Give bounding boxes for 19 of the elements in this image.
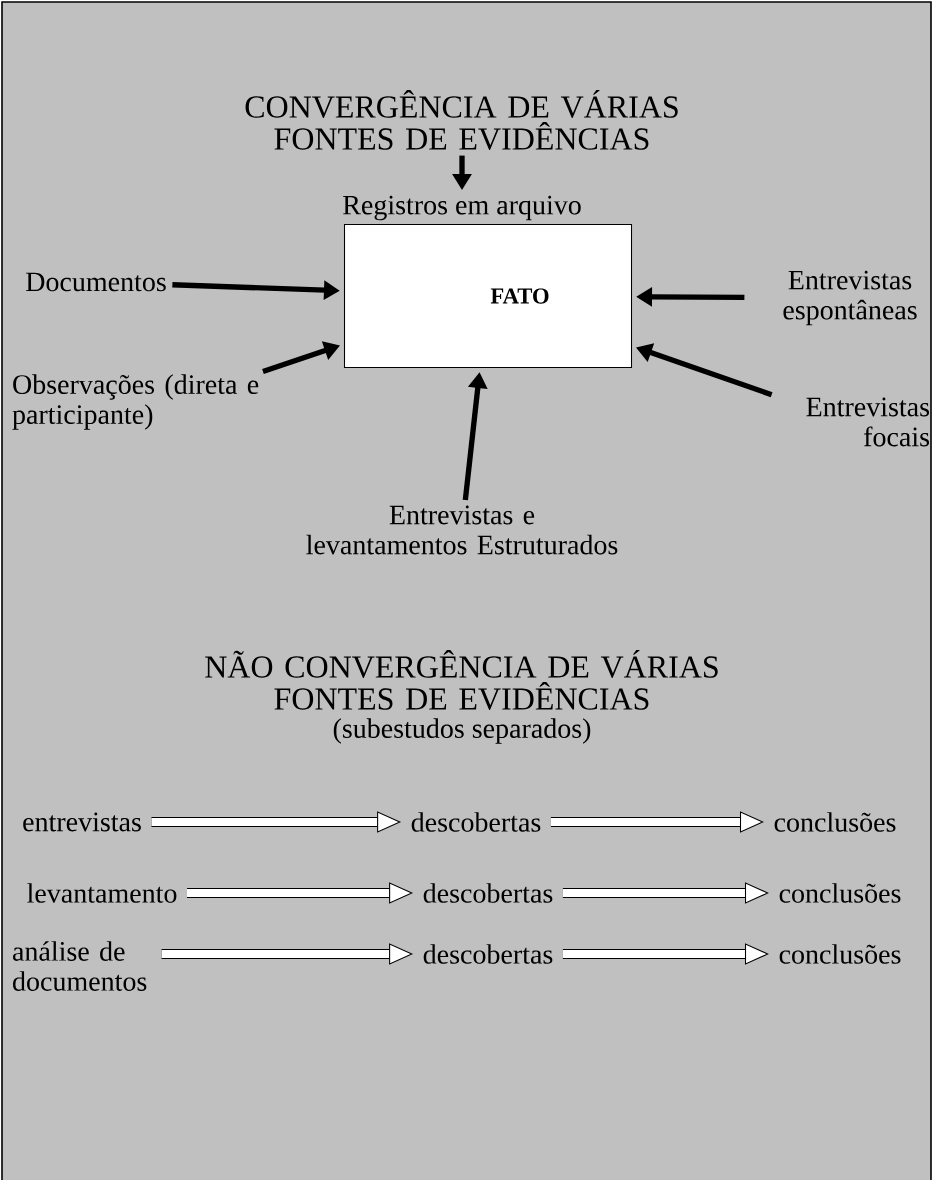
step-label: descobertas xyxy=(423,944,553,964)
source-label: Entrevistas focais xyxy=(806,397,929,447)
fact-box: FATO xyxy=(343,223,633,369)
source-label: Registros em arquivo xyxy=(343,195,581,221)
step-label: descobertas xyxy=(423,883,553,903)
step-label: entrevistas xyxy=(23,812,141,832)
subtitle-text: (subestudos separados) xyxy=(333,718,591,744)
step-label: conclusões xyxy=(779,944,901,964)
source-label: Observações (direta e participante) xyxy=(12,374,259,430)
step-label: análise de documentos xyxy=(13,941,147,991)
step-label: conclusões xyxy=(779,883,901,903)
step-label: conclusões xyxy=(774,812,896,832)
source-label: Entrevistas espontâneas xyxy=(783,270,917,326)
title-heading: CONVERGÊNCIA DE VÁRIAS FONTES DE EVIDÊNCIAS xyxy=(245,90,678,150)
step-label: descobertas xyxy=(411,812,541,832)
source-label: Documentos xyxy=(26,272,166,292)
step-label: levantamento xyxy=(27,883,177,903)
title-heading: NÃO CONVERGÊNCIA DE VÁRIAS FONTES DE EVIDÊNCIAS xyxy=(205,650,718,710)
source-label: Entrevistas e levantamentos Estruturados xyxy=(306,505,618,555)
